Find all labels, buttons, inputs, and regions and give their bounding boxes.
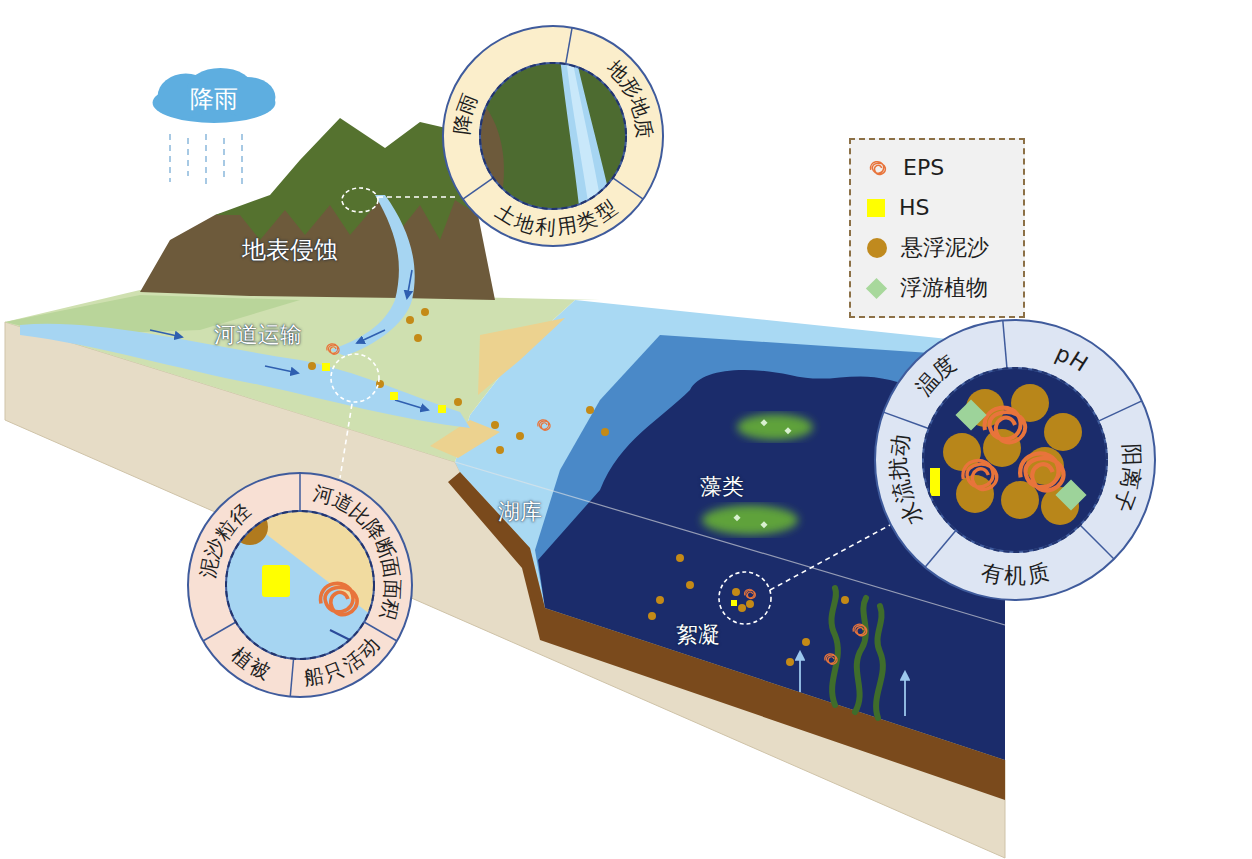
factor-label: 温度 [911,351,961,400]
ring-char: 离 [1117,466,1142,491]
legend-text: HS [899,196,930,220]
factor-ring: 温度 pH 阳离子有机质 水流扰动 [873,318,1157,602]
ring-shape [873,318,1157,602]
factor-label: 有机质 [975,557,1054,592]
legend-row: HS [867,193,930,223]
cloud-label: 降雨 [190,86,238,112]
legend-text: 悬浮泥沙 [901,236,989,260]
factor-label: 水流扰动 [883,429,929,530]
factor-label: 地形地质 [603,56,659,142]
factor-label: 降雨 [447,89,482,140]
legend-row: 悬浮泥沙 [867,233,989,263]
factor-label: 船只活动 [299,633,384,692]
ring-char: 有 [979,561,1005,587]
factor-label: pH [1047,338,1095,379]
ring-shape [441,24,665,248]
ring-char: 阳 [1119,443,1142,466]
eps-sample [867,157,889,179]
ring-char: 面 [380,557,403,580]
scene-label: 地表侵蚀 [242,237,338,263]
ring-char: 地 [627,95,652,120]
factor-label: 植被 [227,643,275,684]
legend-swatch [867,199,885,217]
factor-label: 阳离子 [1107,438,1147,517]
factor-label: 河道比降断面面积 [308,480,408,625]
factor-ring: 降雨 地形地质土地利用类型 [441,24,665,248]
scene-label: 藻类 [700,475,744,499]
legend-box: EPS HS 悬浮泥沙浮游植物 [849,138,1025,318]
scene-label: 河道运输 [214,323,302,347]
ring-shape [186,471,414,699]
legend-swatch [866,277,887,298]
factor-ring: 泥沙粒径河道比降断面面积植被船只活动 [186,471,414,699]
factor-label: 土地利用类型 [491,196,621,242]
ring-char: 质 [633,117,655,139]
legend-row: 浮游植物 [867,273,988,303]
legend-swatch [867,238,887,258]
ring-char: 利 [535,216,557,238]
ring-char: 面 [382,579,403,600]
ring-char: 积 [377,598,402,623]
scene-label: 絮凝 [676,623,720,647]
ring-char: 雨 [454,91,480,117]
scene-label: 湖库 [498,500,542,524]
factor-label: 泥沙粒径 [194,499,255,583]
ring-char: 地 [512,210,537,235]
rain-cloud: 降雨 [150,68,278,124]
ring-char: 降 [451,113,473,135]
legend-text: EPS [903,156,944,180]
ring-char: 扰 [888,457,912,481]
ring-char: 子 [1109,486,1137,514]
legend-row: EPS [867,153,944,183]
legend-text: 浮游植物 [900,276,988,300]
ring-char: 机 [1004,565,1026,587]
ring-char: 动 [888,433,913,458]
ring-char: 质 [1025,561,1051,587]
